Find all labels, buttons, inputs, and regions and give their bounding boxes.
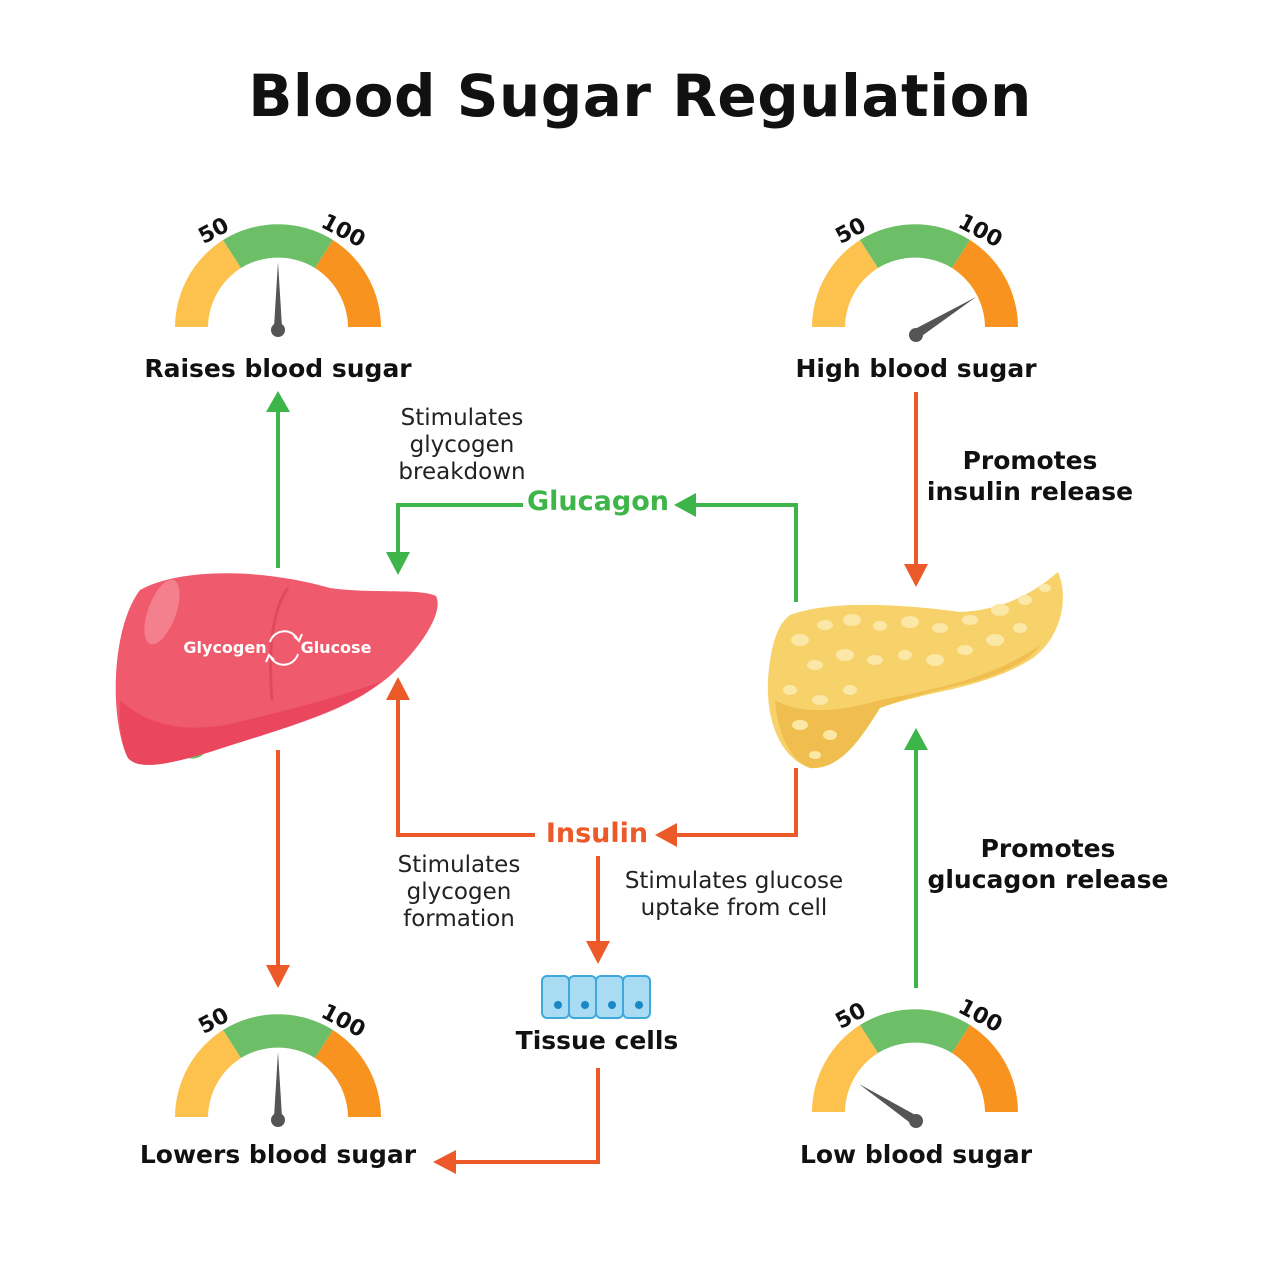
label-lowers-blood-sugar: Lowers blood sugar [139, 1140, 417, 1169]
label-insulin: Insulin [545, 818, 649, 849]
note-promotes-insulin: Promotes insulin release [926, 446, 1134, 506]
green-arrows [276, 412, 918, 988]
liver-shadow [119, 682, 381, 765]
gauge-needle [913, 297, 976, 338]
pancreas-shadow [775, 645, 1040, 769]
label-tissue-cells: Tissue cells [515, 1026, 679, 1055]
gauge-segment-low [175, 1030, 241, 1117]
gauge-segment-high [315, 1030, 381, 1117]
gauge-needle-pivot [271, 323, 285, 337]
label-raises-blood-sugar: Raises blood sugar [144, 354, 412, 383]
pancreas-illustration [767, 572, 1063, 769]
arrow-pancreas-to-insulin [672, 768, 798, 837]
gauge-needle [274, 262, 282, 327]
gauge-segment-normal [223, 224, 333, 268]
gauge-top-right: 50 100 [812, 209, 1018, 342]
arrow-tissue-to-lower [455, 1068, 600, 1164]
liver-shape [115, 573, 438, 765]
gauge-segment-normal [223, 1014, 333, 1058]
label-low-blood-sugar: Low blood sugar [799, 1140, 1033, 1169]
note-glucose-uptake: Stimulates glucose uptake from cell [624, 868, 844, 921]
liver-highlight [144, 579, 180, 645]
gauge-segment-high [315, 240, 381, 327]
orange-arrowheads [266, 564, 928, 1174]
gauge-needle-pivot [909, 328, 923, 342]
gauge-segment-normal [860, 224, 970, 268]
gauge-needle-pivot [909, 1114, 923, 1128]
gauge-segment-low [812, 1025, 878, 1112]
tissue-cells-icon [541, 975, 651, 1019]
arrow-glucagon-to-liver [396, 503, 523, 558]
green-arrowheads [266, 391, 928, 750]
liver-illustration: Glycogen Glucose [115, 573, 438, 765]
note-glycogen-formation: Stimulates glycogen formation [397, 852, 521, 932]
gauge-needle [274, 1052, 282, 1117]
gauge-bottom-left: 50 100 [175, 999, 381, 1127]
gauge-segment-low [812, 240, 878, 327]
gauge-bottom-right: 50 100 [812, 994, 1018, 1128]
cycle-arrows-icon [265, 630, 303, 666]
orange-arrows [276, 392, 918, 1164]
note-glycogen-breakdown: Stimulates glycogen breakdown [398, 405, 526, 485]
gauge-top-left: 50 100 [175, 209, 381, 337]
gauge-segment-low [175, 240, 241, 327]
arrow-insulin-to-liver [396, 694, 535, 837]
label-high-blood-sugar: High blood sugar [795, 354, 1037, 383]
note-promotes-glucagon: Promotes glucagon release [927, 834, 1169, 894]
gauge-segment-high [952, 240, 1018, 327]
arrow-pancreas-to-glucagon [692, 503, 798, 602]
liver-glycogen-label: Glycogen [183, 638, 266, 657]
label-glucagon: Glucagon [527, 486, 669, 517]
pancreas-texture [783, 584, 1051, 759]
liver-glucose-label: Glucose [301, 638, 372, 657]
gauge-needle-pivot [271, 1113, 285, 1127]
diagram-title: Blood Sugar Regulation [248, 62, 1032, 130]
gauge-segment-normal [860, 1009, 970, 1053]
liver-lobe-line [269, 587, 290, 701]
gauge-needle [859, 1084, 919, 1125]
gauge-segment-high [952, 1025, 1018, 1112]
